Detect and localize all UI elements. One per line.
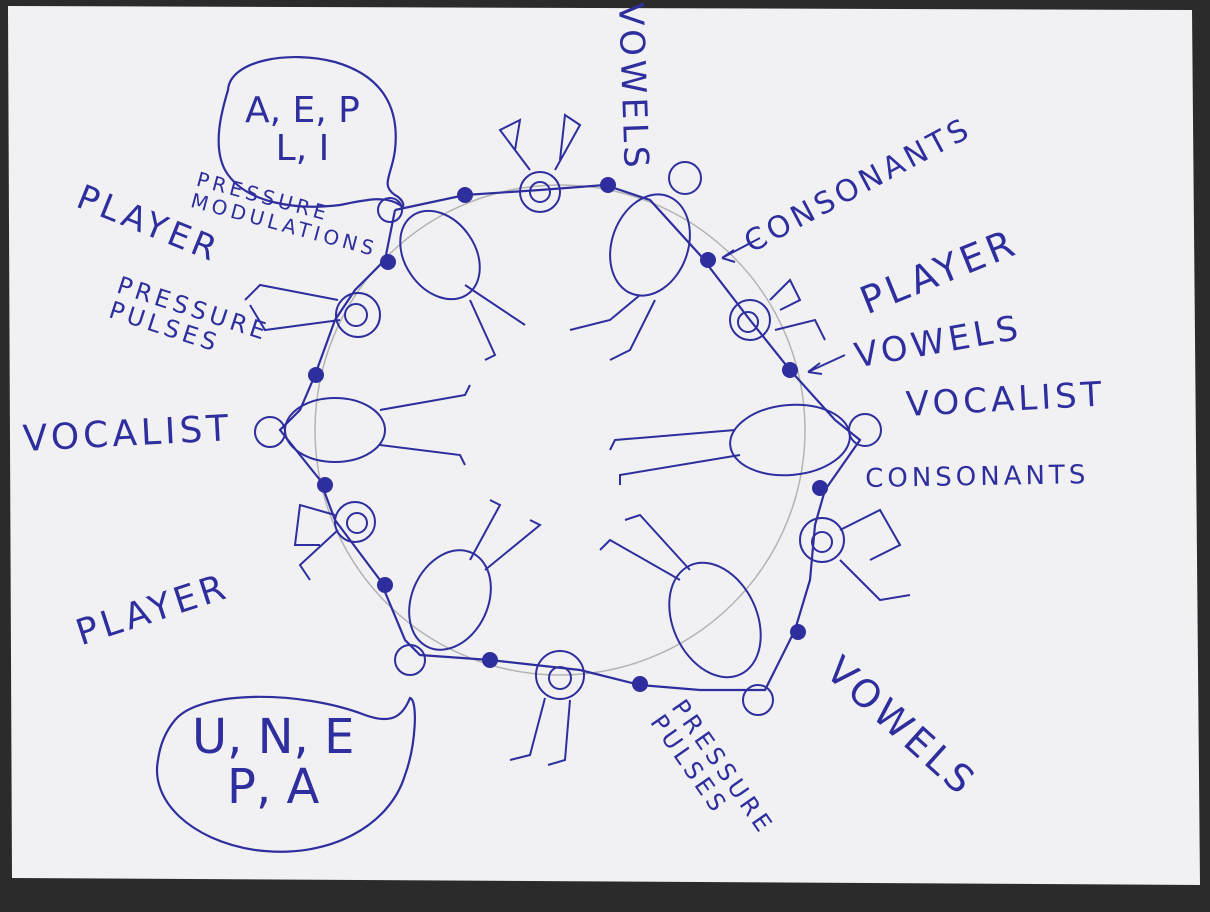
figure-top-right-vocalist — [569, 161, 702, 361]
bubble-bottom-left-line1: U, N, E — [192, 709, 355, 765]
bubble-bottom-left — [155, 695, 416, 853]
figure-left-vocalist — [254, 384, 471, 466]
bubble-top-left-text: A, E, P L, I — [245, 92, 360, 168]
bubble-bottom-left-text: U, N, E P, A — [192, 712, 354, 813]
label-consonants-right: CONSONANTS — [864, 460, 1090, 494]
arrow-consonants — [721, 237, 761, 263]
ring-chain — [278, 183, 862, 692]
bubble-top-left-line2: L, I — [275, 127, 330, 169]
figure-right-vocalist — [609, 403, 882, 485]
label-vowels-top: VOWELS — [610, 1, 656, 173]
bubble-top-left-line1: A, E, P — [245, 90, 360, 131]
arrow-vowels-right — [807, 354, 846, 375]
figure-left-lower-small — [293, 501, 376, 581]
hand-dots — [308, 177, 828, 692]
figure-bottom-small — [509, 650, 585, 766]
figure-right-lower-small — [799, 508, 911, 602]
figure-top-left-vocalist — [377, 197, 526, 361]
figure-bottom-left-vocalist — [394, 499, 542, 676]
figure-right-small — [729, 278, 826, 341]
bubble-top-left — [217, 55, 405, 208]
figure-left-upper-small — [244, 283, 381, 338]
label-vocalist-right: VOCALIST — [904, 374, 1107, 425]
figure-bottom-right-vocalist — [599, 513, 774, 716]
ring-circle — [314, 184, 806, 676]
figure-top-small — [498, 113, 582, 213]
bubble-bottom-left-line2: P, A — [227, 759, 320, 816]
